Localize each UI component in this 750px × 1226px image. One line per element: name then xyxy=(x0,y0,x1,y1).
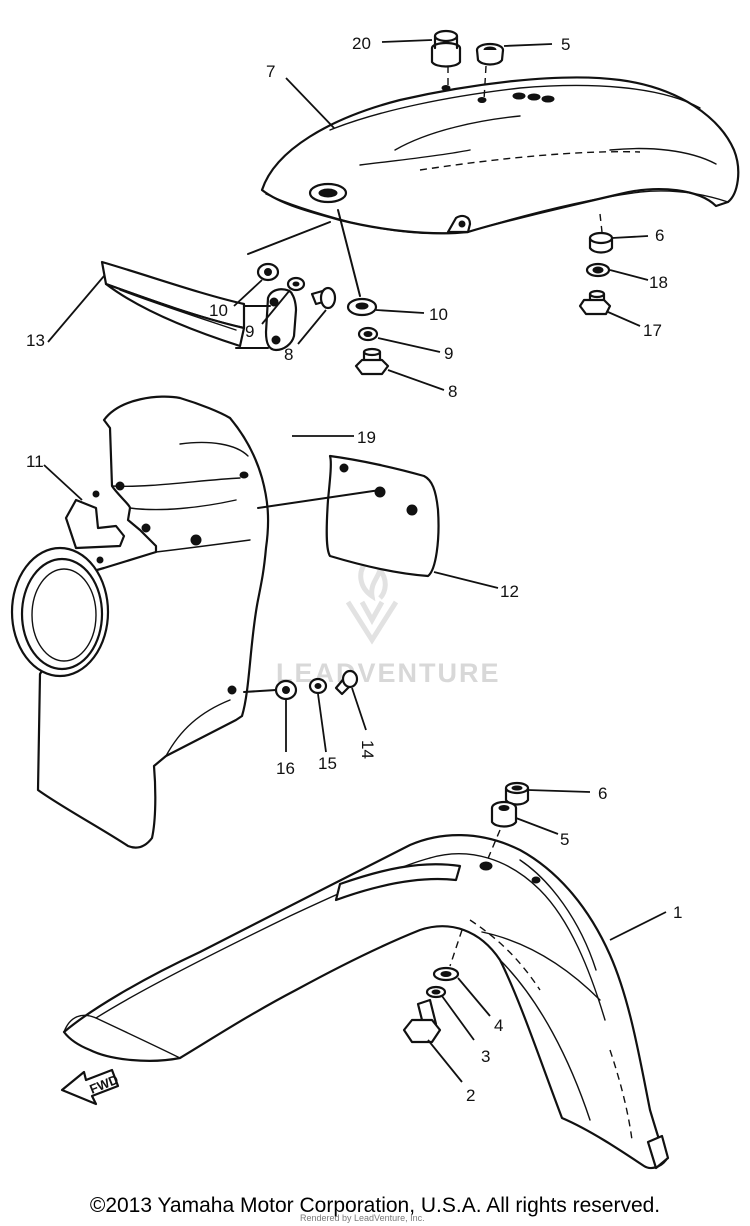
callout-4: 4 xyxy=(494,1016,503,1035)
headlight-cover-11 xyxy=(10,395,270,849)
bolt-2 xyxy=(402,998,442,1044)
grommet-5-top xyxy=(475,42,505,66)
callout-8-left: 8 xyxy=(284,345,293,364)
callout-5-bottom: 5 xyxy=(560,830,569,849)
callout-17: 17 xyxy=(643,321,662,340)
callout-6-bottom: 6 xyxy=(598,784,607,803)
collar-6-top xyxy=(588,231,614,254)
fine-print: Rendered by LeadVenture, Inc. xyxy=(300,1213,425,1223)
washer-4 xyxy=(432,966,460,982)
callout-18: 18 xyxy=(649,273,668,292)
callout-11: 11 xyxy=(26,452,44,471)
lockwasher-9-left xyxy=(286,276,306,292)
callout-10-left: 10 xyxy=(209,301,228,320)
watermark-logo: LEADVENTURE xyxy=(276,558,499,688)
washer-16 xyxy=(274,679,298,701)
callout-13: 13 xyxy=(26,331,45,350)
callout-1: 1 xyxy=(673,903,682,922)
callout-6-top: 6 xyxy=(655,226,664,245)
rubber-strip-13 xyxy=(100,260,246,348)
callout-2: 2 xyxy=(466,1086,475,1105)
callout-20: 20 xyxy=(352,34,371,53)
bolt-8-left xyxy=(310,286,337,310)
callout-16: 16 xyxy=(276,759,295,778)
leader-lines xyxy=(43,39,667,1083)
number-plate-12 xyxy=(325,454,440,578)
fwd-label: FWD xyxy=(87,1072,120,1097)
callout-10-center: 10 xyxy=(429,305,448,324)
plate-19 xyxy=(264,288,298,352)
front-fender-1 xyxy=(62,834,670,1170)
collar-6-bottom xyxy=(504,781,530,806)
fwd-arrow-icon: FWD xyxy=(60,1068,121,1106)
lockwasher-15 xyxy=(308,677,328,695)
callout-5-top: 5 xyxy=(561,35,570,54)
callout-8-center: 8 xyxy=(448,382,457,401)
bolt-17 xyxy=(578,289,612,316)
lockwasher-9-center xyxy=(357,326,379,342)
callout-9-left: 9 xyxy=(245,322,254,341)
callout-19: 19 xyxy=(357,428,376,447)
callout-3: 3 xyxy=(481,1047,490,1066)
lockwasher-3 xyxy=(425,985,447,999)
copyright-notice: ©2013 Yamaha Motor Corporation, U.S.A. A… xyxy=(89,1194,661,1217)
rear-fender xyxy=(260,76,740,235)
callout-15: 15 xyxy=(318,754,337,773)
callout-12: 12 xyxy=(500,582,519,601)
callout-labels: 20 5 7 6 18 17 10 9 8 10 9 8 13 19 11 12… xyxy=(26,34,682,1105)
washer-10-center xyxy=(346,297,378,317)
bolt-14 xyxy=(334,669,359,696)
callout-14: 14 xyxy=(358,740,377,759)
callout-7: 7 xyxy=(266,62,275,81)
washer-10-left xyxy=(256,262,280,282)
callout-9-center: 9 xyxy=(444,344,453,363)
grommet-20 xyxy=(430,29,462,68)
bolt-8-center xyxy=(354,347,390,376)
grommet-5-bottom xyxy=(490,800,518,828)
washer-18 xyxy=(585,262,611,278)
